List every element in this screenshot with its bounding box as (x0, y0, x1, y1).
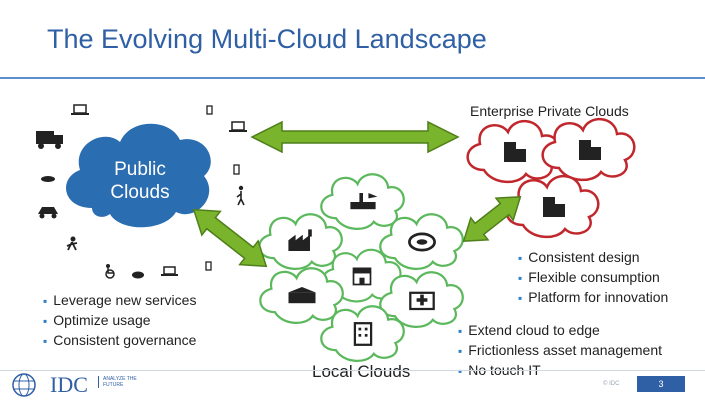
store-icon (352, 267, 372, 286)
list-item: Leverage new services (43, 290, 196, 310)
public-clouds-label-line1: Public (114, 159, 166, 180)
local-cloud-store (321, 248, 402, 303)
list-item: Flexible consumption (518, 267, 668, 287)
local-cloud-hospital (379, 271, 464, 329)
enterprise-cloud-bullets: Consistent design Flexible consumption P… (518, 247, 668, 307)
local-cloud-warehouse (259, 267, 344, 325)
airport-icon (350, 193, 378, 210)
wheelchair-icon (105, 264, 115, 279)
local-cloud-factory (258, 213, 343, 271)
runner-icon (66, 236, 78, 251)
stadium-icon (408, 232, 436, 252)
idc-logo: IDC ANALYZE THE FUTURE (10, 373, 200, 397)
public-clouds-label: Public Clouds (90, 158, 190, 204)
public-clouds-label-line2: Clouds (110, 182, 170, 203)
list-item: Frictionless asset management (458, 340, 662, 360)
local-cloud-airport (320, 173, 405, 231)
office-building-icon (504, 142, 526, 162)
robot-vacuum-icon (132, 271, 144, 279)
arrow-public-local (192, 208, 268, 268)
car-icon (41, 176, 55, 182)
hospital-icon (409, 291, 435, 311)
slide-title: The Evolving Multi-Cloud Landscape (47, 24, 487, 54)
footer-divider (0, 370, 705, 371)
list-item: Optimize usage (43, 310, 196, 330)
warehouse-icon (288, 287, 316, 304)
office-tower-icon (353, 322, 373, 346)
list-item: Consistent design (518, 247, 668, 267)
phone-icon (206, 105, 213, 115)
arrow-public-enterprise (250, 120, 460, 154)
local-cloud-stadium (379, 213, 464, 271)
list-item: Extend cloud to edge (458, 320, 662, 340)
arrow-local-enterprise (462, 196, 522, 242)
factory-icon (288, 229, 312, 251)
phone-icon (233, 164, 240, 175)
office-building-icon (543, 197, 565, 217)
laptop-icon (71, 104, 89, 115)
walker-icon (236, 185, 245, 206)
public-cloud-bullets: Leverage new services Optimize usage Con… (43, 290, 196, 350)
enterprise-private-clouds-label: Enterprise Private Clouds (470, 103, 629, 119)
office-building-icon (579, 140, 601, 160)
copyright-text: © IDC (603, 381, 620, 387)
list-item: Platform for innovation (518, 287, 668, 307)
local-cloud-bullets: Extend cloud to edge Frictionless asset … (458, 320, 662, 380)
phone-icon (205, 261, 212, 271)
logo-tagline: ANALYZE THE FUTURE (98, 376, 137, 388)
local-cloud-office (320, 305, 405, 363)
enterprise-cloud-3 (505, 174, 600, 239)
public-cloud (66, 123, 211, 228)
globe-icon (12, 373, 36, 397)
page-number: 3 (637, 376, 685, 392)
car-icon (38, 207, 58, 219)
local-clouds-label: Local Clouds (312, 362, 411, 381)
enterprise-cloud-1 (466, 119, 561, 184)
enterprise-cloud-2 (541, 117, 636, 182)
truck-icon (36, 131, 63, 149)
laptop-icon (229, 121, 247, 132)
logo-wordmark: IDC (50, 372, 88, 397)
laptop-icon (161, 266, 178, 276)
public-device-icons (36, 104, 247, 279)
title-divider (0, 77, 705, 79)
list-item: Consistent governance (43, 330, 196, 350)
